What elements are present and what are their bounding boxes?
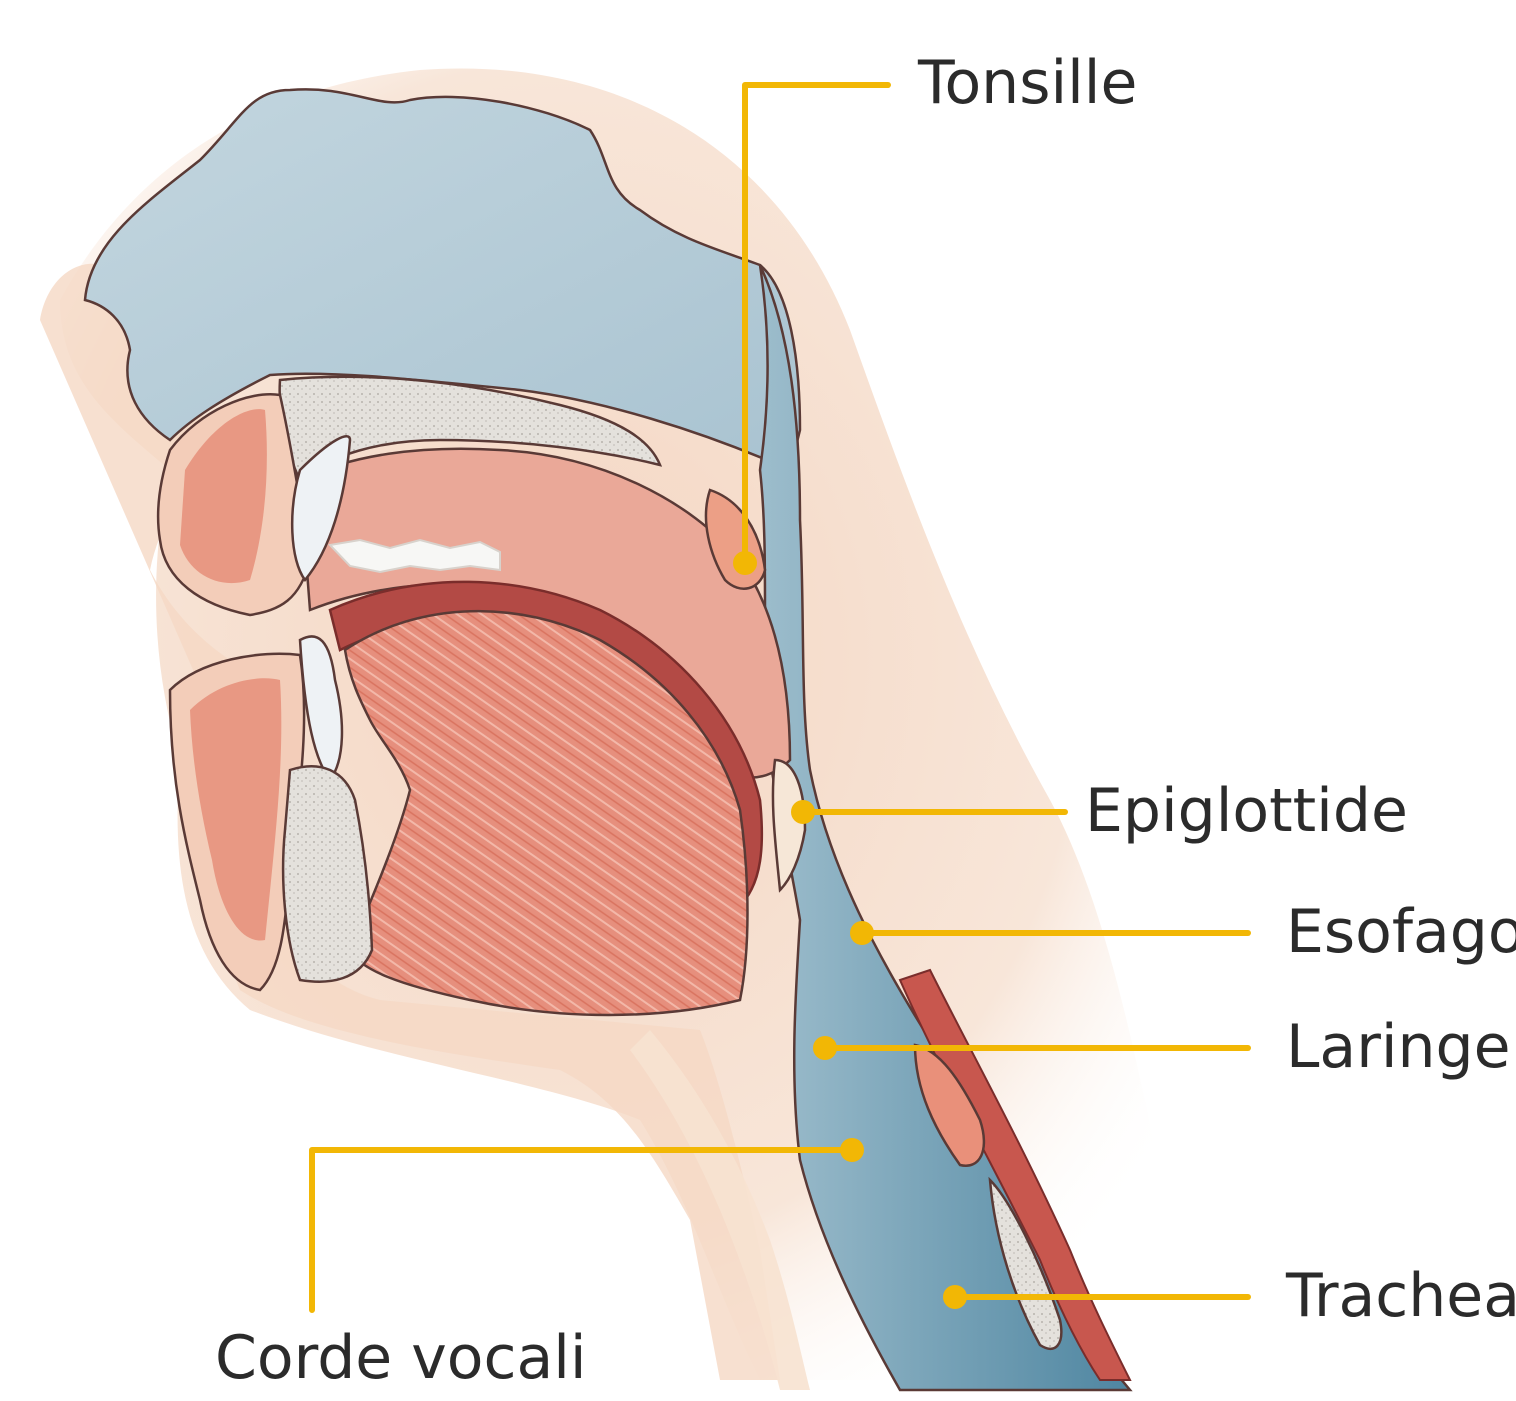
marker-epiglottide xyxy=(791,800,815,824)
label-laringe: Laringe xyxy=(1286,1012,1511,1082)
label-corde-vocali: Corde vocali xyxy=(215,1323,587,1393)
label-epiglottide: Epiglottide xyxy=(1085,776,1408,846)
label-tonsille: Tonsille xyxy=(917,48,1137,118)
label-esofago: Esofago xyxy=(1286,897,1516,967)
label-trachea: Trachea xyxy=(1285,1261,1516,1331)
marker-corde-vocali xyxy=(840,1138,864,1162)
marker-tonsille xyxy=(733,551,757,575)
marker-trachea xyxy=(943,1285,967,1309)
marker-laringe xyxy=(813,1036,837,1060)
marker-esofago xyxy=(850,921,874,945)
